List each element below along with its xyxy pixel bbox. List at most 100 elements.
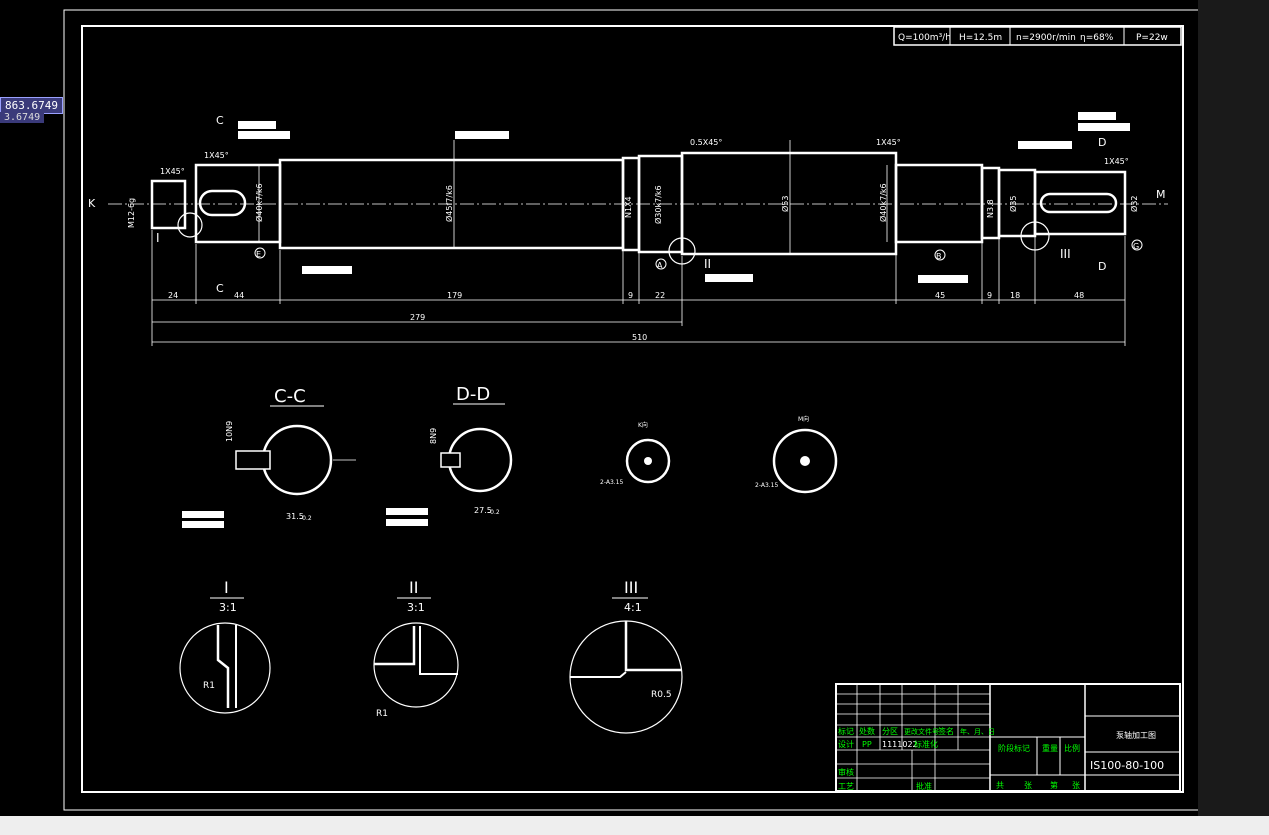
svg-text:张: 张 (1072, 781, 1080, 790)
svg-text:Ø40k7/k6: Ø40k7/k6 (878, 183, 888, 222)
section-dd: D-D 27.5 -0.2 8N9 (386, 384, 513, 526)
svg-text:A: A (657, 261, 663, 270)
title-block-text: 标记 处数 分区 更改文件号 签名 年、月、日 设计 PP 1111022 标准… (838, 726, 1164, 791)
svg-text:D: D (1098, 136, 1106, 149)
svg-text:48: 48 (1074, 291, 1084, 300)
svg-text:Ø40k7/k6: Ø40k7/k6 (254, 183, 264, 222)
svg-text:-0.2: -0.2 (488, 509, 500, 516)
svg-text:N1X4: N1X4 (624, 196, 633, 218)
svg-text:N3.8: N3.8 (986, 199, 995, 218)
svg-text:更改文件号: 更改文件号 (904, 727, 939, 736)
svg-text:Ø35: Ø35 (1008, 196, 1018, 212)
svg-text:E: E (256, 250, 261, 259)
section-cc-title: C-C (274, 386, 306, 407)
svg-text:18: 18 (1010, 291, 1020, 300)
svg-text:8N9: 8N9 (429, 428, 438, 444)
svg-text:27.5: 27.5 (474, 506, 492, 515)
section-dd-title: D-D (456, 384, 490, 405)
svg-text:年、月、日: 年、月、日 (960, 727, 995, 736)
view-m: M向 2-A3.15 (755, 415, 838, 494)
svg-text:R1: R1 (376, 709, 388, 719)
param-h: H=12.5m (959, 33, 1002, 43)
svg-text:1X45°: 1X45° (1104, 157, 1129, 166)
svg-text:D: D (1098, 260, 1106, 273)
svg-text:III: III (1060, 247, 1071, 261)
detail-1: I 3:1 R1 (179, 578, 271, 714)
right-panel (1198, 0, 1269, 816)
svg-text:M向: M向 (798, 415, 809, 423)
view-k-label: K (88, 197, 96, 210)
svg-text:II: II (409, 578, 418, 597)
svg-text:0.5X45°: 0.5X45° (690, 138, 722, 147)
svg-text:R1: R1 (203, 681, 215, 691)
view-k: K向 2-A3.15 (600, 421, 671, 486)
svg-text:审核: 审核 (838, 767, 854, 777)
svg-text:共: 共 (996, 781, 1004, 790)
total-510: 510 (632, 333, 647, 342)
diameter-labels: M12-6g Ø40k7/k6 Ø45f7/k6 N1X4 Ø30k7/k6 Ø… (127, 183, 1139, 228)
dimension-values: 24 44 179 9 22 45 9 18 48 279 510 (168, 291, 1084, 342)
svg-text:179: 179 (447, 291, 462, 300)
svg-text:C: C (216, 282, 224, 295)
svg-text:签名: 签名 (938, 726, 954, 736)
inner-frame (81, 25, 1184, 793)
svg-text:1111022: 1111022 (882, 740, 918, 749)
svg-text:C: C (216, 114, 224, 127)
svg-text:2-A3.15: 2-A3.15 (600, 479, 623, 486)
svg-text:-0.2: -0.2 (300, 515, 312, 522)
drawing-name: 泵轴加工图 (1116, 730, 1156, 740)
svg-text:G: G (1133, 242, 1139, 251)
svg-text:9: 9 (987, 291, 992, 300)
svg-text:B: B (936, 252, 942, 261)
param-eta: η=68% (1080, 33, 1114, 43)
tolerance-frames (238, 112, 1130, 283)
params-table: Q=100m³/h H=12.5m n=2900r/min η=68% P=22… (893, 26, 1182, 46)
total-279: 279 (410, 313, 425, 322)
svg-text:分区: 分区 (882, 727, 898, 736)
svg-text:PP: PP (862, 740, 872, 749)
param-q: Q=100m³/h (898, 33, 951, 43)
title-block (835, 683, 1181, 792)
svg-text:批准: 批准 (916, 781, 932, 791)
svg-text:Ø53: Ø53 (780, 196, 790, 212)
svg-text:2-A3.15: 2-A3.15 (755, 482, 778, 489)
svg-text:4:1: 4:1 (624, 601, 642, 614)
view-m-label: M (1156, 188, 1166, 201)
svg-text:1X45°: 1X45° (876, 138, 901, 147)
detail-callouts (177, 212, 1050, 265)
svg-text:9: 9 (628, 291, 633, 300)
svg-text:标记: 标记 (838, 726, 854, 736)
svg-text:3:1: 3:1 (219, 601, 237, 614)
param-n: n=2900r/min (1016, 33, 1076, 43)
svg-text:第: 第 (1050, 780, 1058, 790)
svg-text:3:1: 3:1 (407, 601, 425, 614)
coordinate-tooltip-shadow: 3.6749 (0, 112, 45, 123)
detail-2: II 3:1 R1 (373, 578, 459, 719)
svg-text:1X45°: 1X45° (204, 151, 229, 160)
svg-text:Ø45f7/k6: Ø45f7/k6 (444, 185, 454, 222)
svg-text:标准化: 标准化 (914, 739, 938, 749)
svg-text:重量: 重量 (1042, 743, 1058, 753)
drawing-code: IS100-80-100 (1090, 759, 1164, 772)
svg-text:I: I (224, 578, 229, 597)
svg-text:22: 22 (655, 291, 665, 300)
svg-text:比例: 比例 (1064, 743, 1080, 753)
section-cc: C-C 31.5 -0.2 10N9 (182, 386, 356, 528)
svg-text:处数: 处数 (859, 726, 875, 736)
dimension-lines (151, 140, 1126, 346)
svg-text:Ø30k7/k6: Ø30k7/k6 (653, 185, 663, 224)
svg-text:Ø32: Ø32 (1129, 196, 1139, 212)
svg-text:31.5: 31.5 (286, 512, 304, 521)
outer-frame (63, 9, 1200, 811)
svg-text:III: III (624, 578, 638, 597)
svg-text:工艺: 工艺 (838, 782, 854, 791)
shaft-outline (150, 151, 1127, 256)
svg-text:K向: K向 (638, 421, 648, 429)
svg-text:设计: 设计 (838, 739, 854, 749)
svg-text:24: 24 (168, 291, 178, 300)
svg-text:45: 45 (935, 291, 945, 300)
status-bar (0, 816, 1269, 835)
svg-text:10N9: 10N9 (225, 421, 234, 442)
